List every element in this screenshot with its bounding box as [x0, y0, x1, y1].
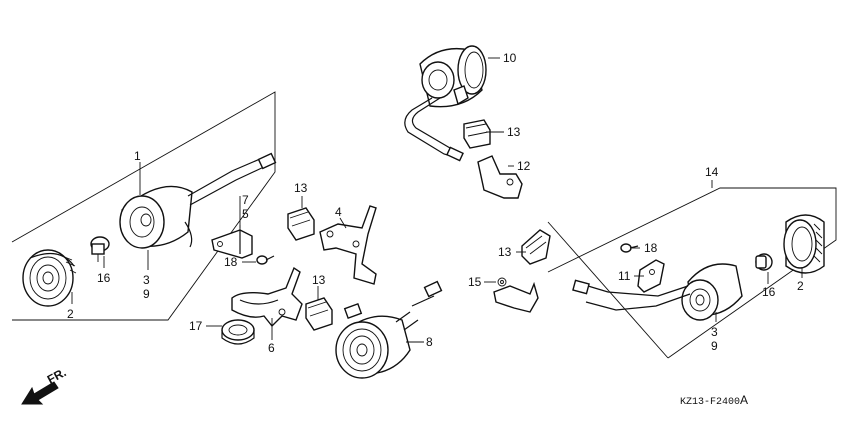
front-arrow-icon: [21, 381, 59, 405]
callout-5: 5: [242, 207, 249, 221]
callout-9-right: 9: [711, 339, 718, 353]
callout-13-a: 13: [294, 181, 308, 195]
callout-13-c: 13: [507, 125, 521, 139]
clamp-6: [231, 266, 303, 328]
right-assembly-frame: [547, 187, 837, 359]
rubber-pad-a: [287, 207, 315, 241]
callout-3-left: 3: [143, 273, 150, 287]
bracket-15: [493, 277, 539, 313]
leader-lines: [71, 131, 803, 343]
rubber-pad-c: [463, 119, 491, 149]
housing-left: [119, 152, 277, 249]
diagram-code: KZ13-F2400: [680, 397, 740, 408]
lamp-10: [404, 45, 487, 162]
callout-8: 8: [426, 335, 433, 349]
callout-1: 1: [134, 149, 141, 163]
left-assembly-frame: [11, 91, 276, 321]
bracket-11: [637, 259, 665, 293]
callout-16-right: 16: [762, 285, 776, 299]
right-frame-diagonal: [547, 221, 669, 359]
callout-18-left: 18: [224, 255, 238, 269]
screw-right: [620, 243, 639, 253]
callout-11: 11: [618, 269, 631, 283]
callout-4: 4: [335, 205, 342, 219]
housing-right: [572, 263, 743, 321]
callout-18-right: 18: [644, 241, 658, 255]
callout-2-left: 2: [67, 307, 74, 321]
callout-3-right: 3: [711, 325, 718, 339]
bracket-7-5: [211, 225, 253, 259]
callout-6: 6: [268, 341, 275, 355]
callout-12: 12: [517, 159, 531, 173]
callout-2-right: 2: [797, 279, 804, 293]
bulb-right: [755, 253, 773, 271]
callout-13-b: 13: [312, 273, 326, 287]
callout-14: 14: [705, 165, 719, 179]
lamp-8: [335, 280, 443, 379]
front-direction-label: FR.: [45, 365, 69, 386]
lens-left: [22, 249, 77, 307]
lens-right: [783, 214, 825, 274]
screw-left: [256, 255, 275, 265]
diagram-code-suffix: A: [740, 393, 748, 407]
bracket-12: [477, 155, 523, 199]
bulb-left: [90, 236, 110, 262]
callout-7: 7: [242, 193, 249, 207]
callout-9-left: 9: [143, 287, 150, 301]
callout-16-left: 16: [97, 271, 111, 285]
rubber-pad-b: [305, 297, 333, 331]
stay-4: [319, 205, 377, 285]
callout-13-d: 13: [498, 245, 512, 259]
rubber-pad-d: [521, 229, 551, 265]
callout-15: 15: [468, 275, 482, 289]
callout-17: 17: [189, 319, 203, 333]
callout-10: 10: [503, 51, 517, 65]
grommet-17: [221, 319, 255, 345]
